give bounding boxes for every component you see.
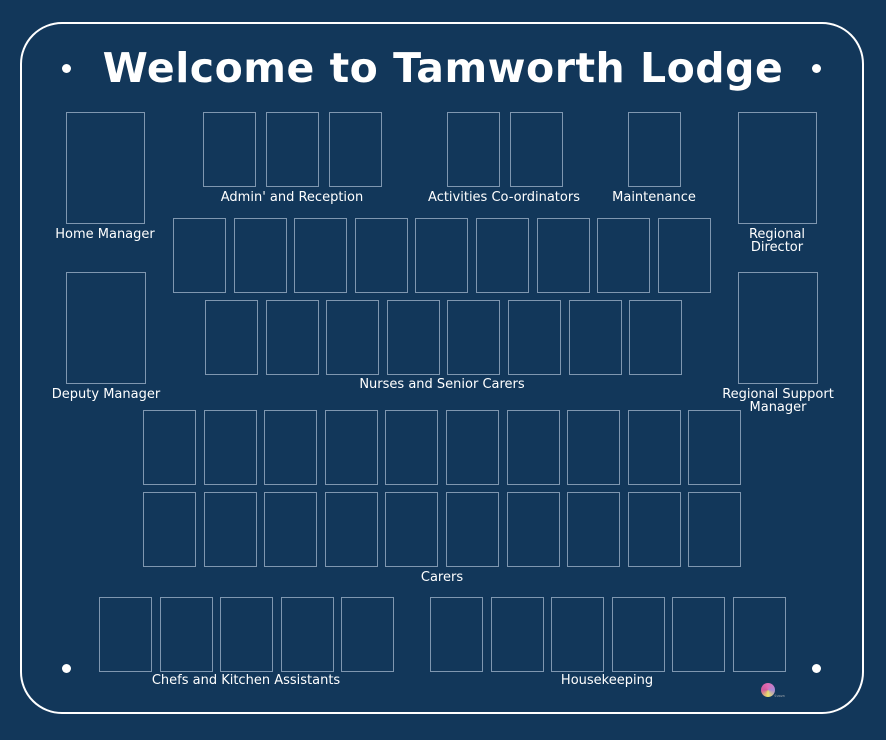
photo-slot-nurse [447,300,500,375]
photo-slot-carer [507,492,560,567]
photo-slot-regional-support-manager [738,272,818,384]
photo-slot-carer [143,492,196,567]
mounting-hole [62,664,71,673]
photo-slot-carer [688,410,741,485]
label-carers: Carers [420,570,464,585]
label-chefs: Chefs and Kitchen Assistants [151,673,341,688]
logo-text: ©2023 [774,694,785,698]
photo-slot-nurse [597,218,650,293]
label-admin: Admin' and Reception [220,190,364,205]
photo-slot-housekeeping [551,597,604,672]
photo-slot-chef [341,597,394,672]
photo-slot-nurse [294,218,347,293]
label-regional-support: Regional Support [722,387,834,402]
photo-slot-chef [281,597,334,672]
photo-slot-activities [510,112,563,187]
photo-slot-activities [447,112,500,187]
page-title: Welcome to Tamworth Lodge [102,44,784,92]
photo-slot-carer [446,492,499,567]
photo-slot-nurse [234,218,287,293]
photo-slot-nurse [415,218,468,293]
photo-slot-carer [567,410,620,485]
photo-slot-maintenance [628,112,681,187]
photo-slot-carer [567,492,620,567]
photo-slot-nurse [508,300,561,375]
photo-slot-nurse [173,218,226,293]
photo-slot-nurse [629,300,682,375]
label-home-manager: Home Manager [55,227,155,242]
photo-slot-nurse [537,218,590,293]
photo-slot-carer [264,410,317,485]
photo-slot-carer [446,410,499,485]
photo-slot-home-manager [66,112,145,224]
photo-slot-nurse [387,300,440,375]
photo-slot-carer [204,492,257,567]
label-regional-director: Regional [748,227,806,242]
photo-slot-admin [203,112,256,187]
mounting-hole [812,64,821,73]
photo-slot-carer [507,410,560,485]
photo-slot-carer [688,492,741,567]
photo-slot-nurse [326,300,379,375]
photo-slot-housekeeping [733,597,786,672]
photo-slot-nurse [355,218,408,293]
label-regional-support-2: Manager [749,400,807,415]
photo-slot-chef [220,597,273,672]
photo-slot-carer [385,410,438,485]
sign-border [20,22,864,714]
label-nurses: Nurses and Senior Carers [359,377,525,392]
label-regional-director-2: Director [750,240,804,255]
photo-slot-nurse [569,300,622,375]
photo-slot-carer [264,492,317,567]
mounting-hole [812,664,821,673]
photo-slot-carer [385,492,438,567]
photo-slot-carer [325,492,378,567]
photo-slot-nurse [658,218,711,293]
photo-slot-housekeeping [430,597,483,672]
photo-slot-carer [204,410,257,485]
photo-slot-housekeeping [491,597,544,672]
photo-slot-admin [329,112,382,187]
photo-slot-housekeeping [672,597,725,672]
label-housekeeping: Housekeeping [560,673,654,688]
photo-slot-deputy-manager [66,272,146,384]
photo-slot-carer [628,410,681,485]
photo-slot-carer [628,492,681,567]
photo-slot-nurse [476,218,529,293]
photo-slot-admin [266,112,319,187]
label-deputy-manager: Deputy Manager [51,387,161,402]
photo-slot-carer [325,410,378,485]
maker-logo-icon [761,683,775,697]
label-activities: Activities Co-ordinators [428,190,580,205]
photo-slot-chef [160,597,213,672]
photo-slot-carer [143,410,196,485]
photo-slot-housekeeping [612,597,665,672]
photo-slot-chef [99,597,152,672]
photo-slot-regional-director [738,112,817,224]
mounting-hole [62,64,71,73]
photo-slot-nurse [266,300,319,375]
photo-slot-nurse [205,300,258,375]
label-maintenance: Maintenance [612,190,696,205]
